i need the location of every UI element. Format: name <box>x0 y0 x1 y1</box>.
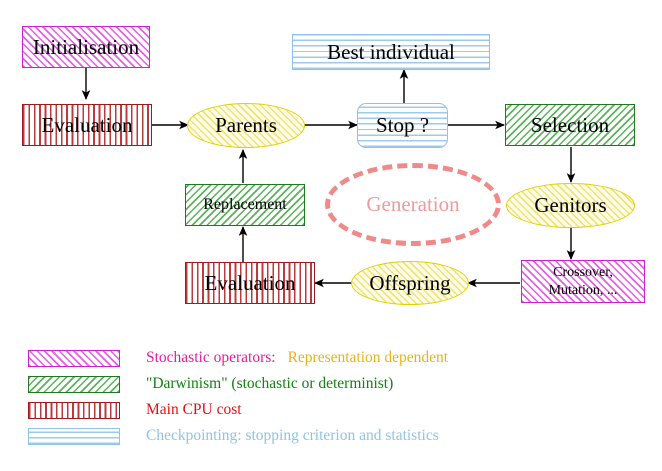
legend-text: Main CPU cost <box>146 401 242 419</box>
legend-text: "Darwinism" (stochastic or determinist) <box>146 375 393 393</box>
legend-text-primary: Stochastic operators: <box>146 349 276 366</box>
legend-text: Stochastic operators: Representation depe… <box>146 349 448 367</box>
legend-row: "Darwinism" (stochastic or determinist) <box>28 373 393 395</box>
legend-text-primary: Checkpointing: stopping criterion and st… <box>146 427 439 444</box>
legend-text-primary: "Darwinism" (stochastic or determinist) <box>146 375 394 392</box>
legend-row: Checkpointing: stopping criterion and st… <box>28 425 439 447</box>
legend-swatch-blue-stripe <box>28 427 120 445</box>
legend-text: Checkpointing: stopping criterion and st… <box>146 427 439 445</box>
node-evaluation-top[interactable]: Evaluation <box>22 104 152 146</box>
legend-swatch-red-stripe <box>28 401 120 419</box>
node-initialisation[interactable]: Initialisation <box>22 26 150 68</box>
node-genitors[interactable]: Genitors <box>506 183 635 228</box>
legend-swatch-green-hatch <box>28 375 120 393</box>
legend-text-secondary: Representation dependent <box>287 349 449 366</box>
node-stop[interactable]: Stop ? <box>357 103 448 148</box>
node-evaluation-bottom[interactable]: Evaluation <box>185 262 315 304</box>
edge-initialisation-to-evaluation <box>81 68 576 288</box>
legend-swatch-magenta-hatch <box>28 349 120 367</box>
legend-row: Stochastic operators: Representation depe… <box>28 347 448 369</box>
node-parents[interactable]: Parents <box>187 103 305 148</box>
node-best-individual[interactable]: Best individual <box>292 34 490 70</box>
node-offspring[interactable]: Offspring <box>351 261 469 305</box>
node-replacement[interactable]: Replacement <box>185 184 305 226</box>
node-crossover-mutation[interactable]: Crossover, Mutation, ... <box>521 260 645 303</box>
node-generation: Generation <box>325 163 501 246</box>
node-selection[interactable]: Selection <box>505 104 635 146</box>
generation-label: Generation <box>366 192 460 216</box>
legend-row: Main CPU cost <box>28 399 242 421</box>
legend-text-primary: Main CPU cost <box>146 401 242 418</box>
